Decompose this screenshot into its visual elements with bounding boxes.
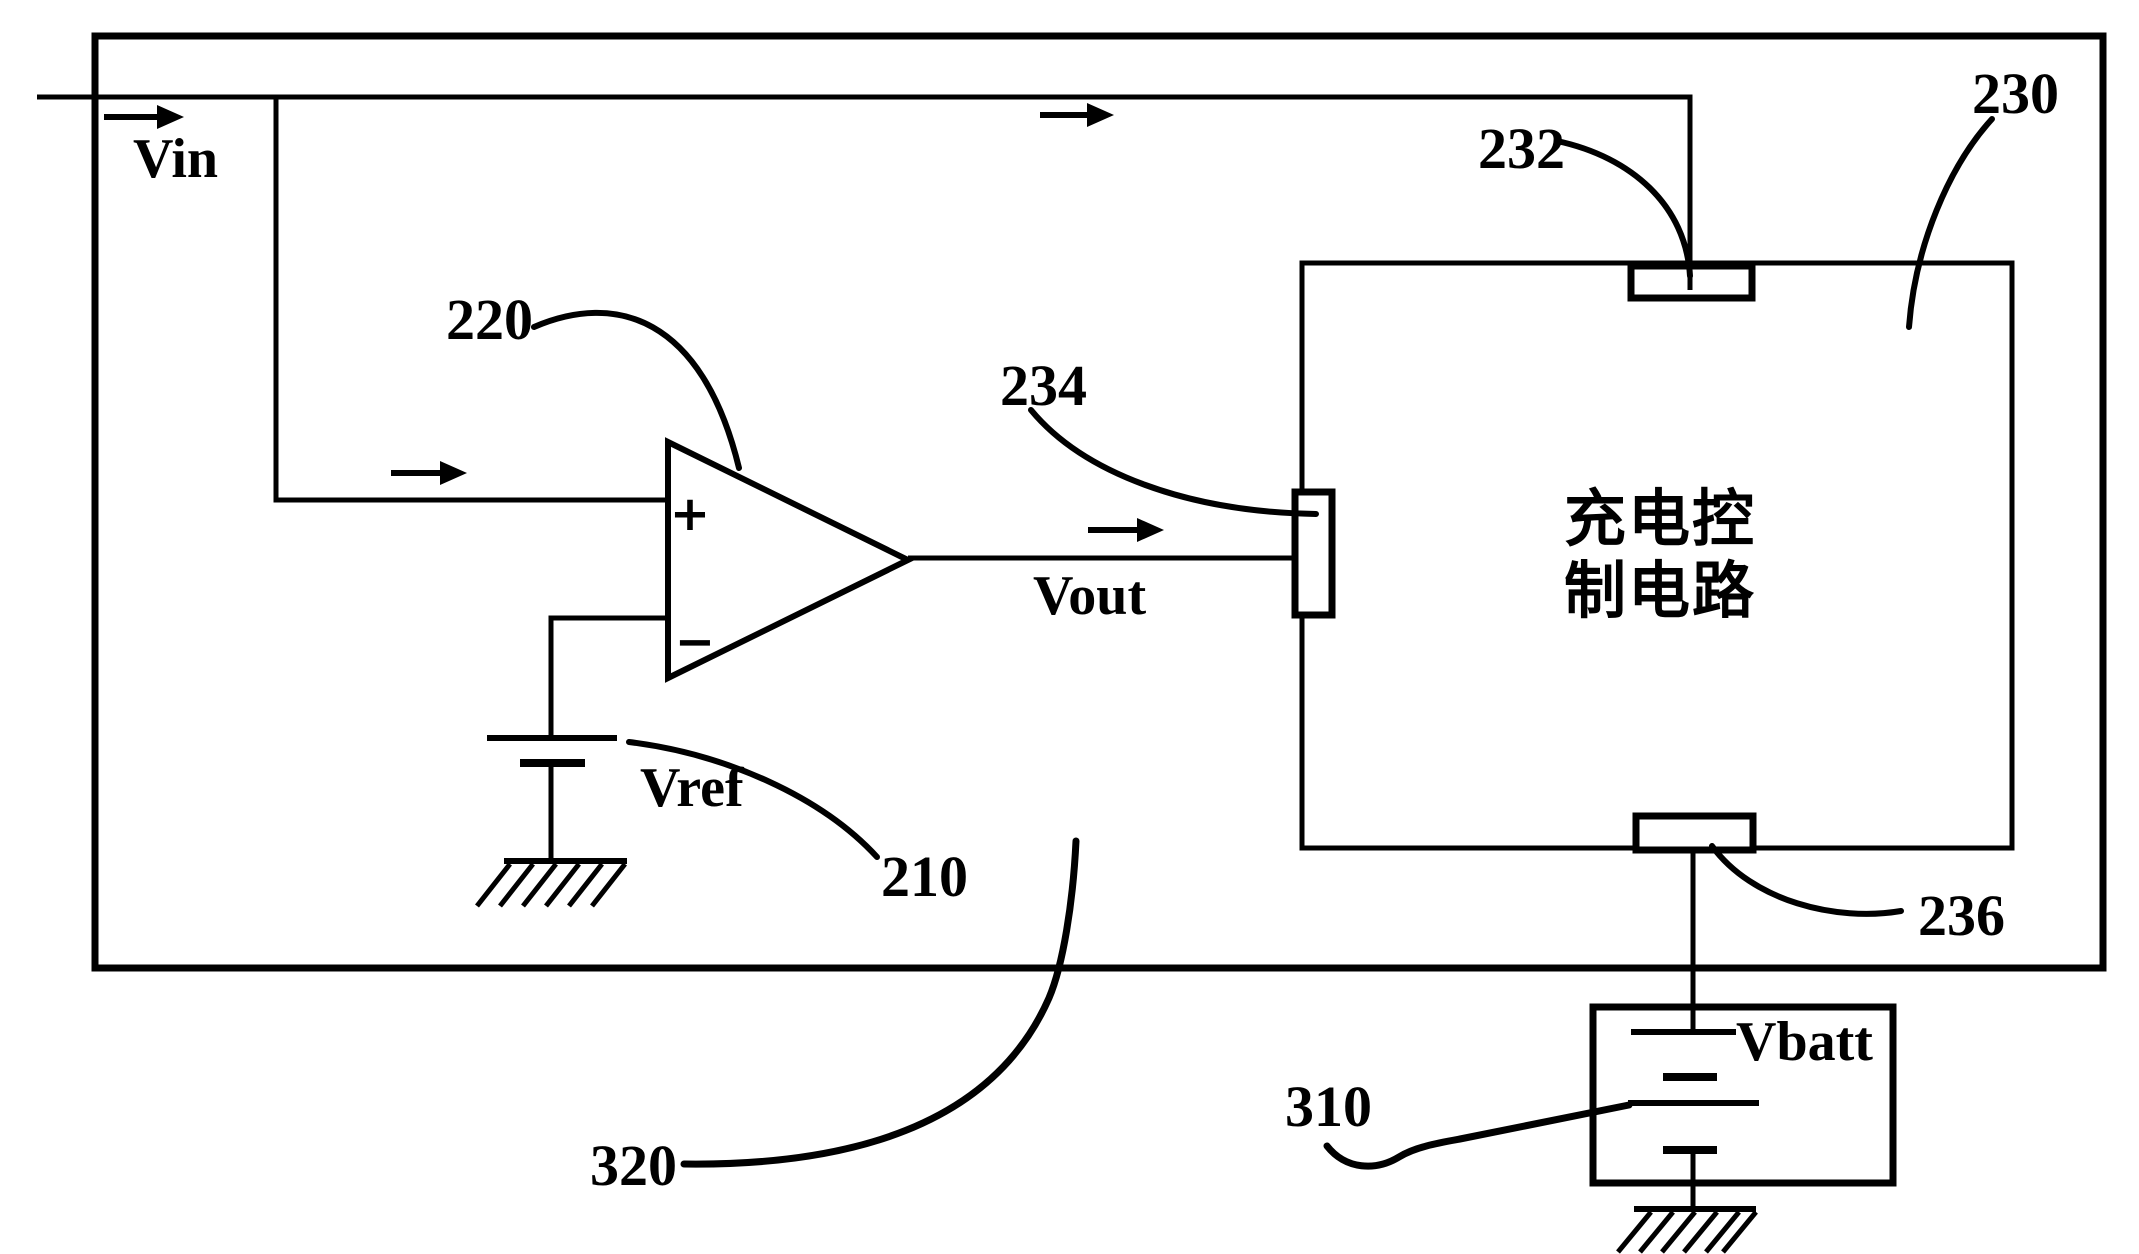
terminal-236: [1632, 812, 1757, 854]
leader-310: [1323, 1101, 1633, 1170]
ref-236-label: 236: [1918, 883, 2005, 948]
ref-220-label: 220: [446, 287, 533, 352]
flow-arrow-opamp-input-icon: [391, 461, 467, 485]
inverting-input-wire: [548, 615, 668, 738]
vin-label: Vin: [133, 128, 218, 190]
ref-320-label: 320: [590, 1133, 677, 1198]
vbatt-ground-icon: [1616, 1206, 1758, 1254]
noninverting-input-wire: [273, 97, 668, 503]
flow-arrow-vin-icon: [104, 105, 184, 129]
opamp-plus-label: +: [670, 486, 710, 542]
ref-310-label: 310: [1285, 1074, 1372, 1139]
leader-232: [1554, 138, 1693, 279]
ref-232-label: 232: [1478, 116, 1565, 181]
vref-ground-icon: [475, 858, 627, 908]
vbatt-battery-icon: [1628, 1007, 1759, 1183]
vin-wire: [37, 94, 1693, 264]
vbatt-box: [1589, 1003, 1897, 1187]
terminal-234: [1291, 488, 1336, 619]
charge-control-box: [1299, 260, 2015, 851]
charge-control-text-line1: 充电控: [1564, 482, 1756, 555]
ref-234-label: 234: [1000, 353, 1087, 418]
charge-control-text-line2: 制电路: [1564, 554, 1756, 627]
opamp-triangle: [665, 437, 915, 683]
vref-battery-icon: [487, 735, 617, 767]
leader-230: [1906, 116, 1995, 330]
leader-320: [680, 837, 1080, 1168]
ref-230-label: 230: [1972, 61, 2059, 126]
leader-220: [531, 309, 742, 471]
leader-236: [1709, 843, 1904, 917]
leader-210: [626, 739, 880, 860]
vbatt-label: Vbatt: [1736, 1011, 1873, 1073]
flow-arrow-vout-icon: [1088, 518, 1164, 542]
vout-label: Vout: [1033, 565, 1146, 627]
ref-210-label: 210: [881, 844, 968, 909]
leader-234: [1028, 407, 1319, 517]
vref-label: Vref: [640, 757, 745, 819]
opamp-minus-label: −: [675, 614, 715, 670]
outer-circuit-box: [91, 32, 2107, 972]
flow-arrow-top-icon: [1040, 103, 1114, 127]
